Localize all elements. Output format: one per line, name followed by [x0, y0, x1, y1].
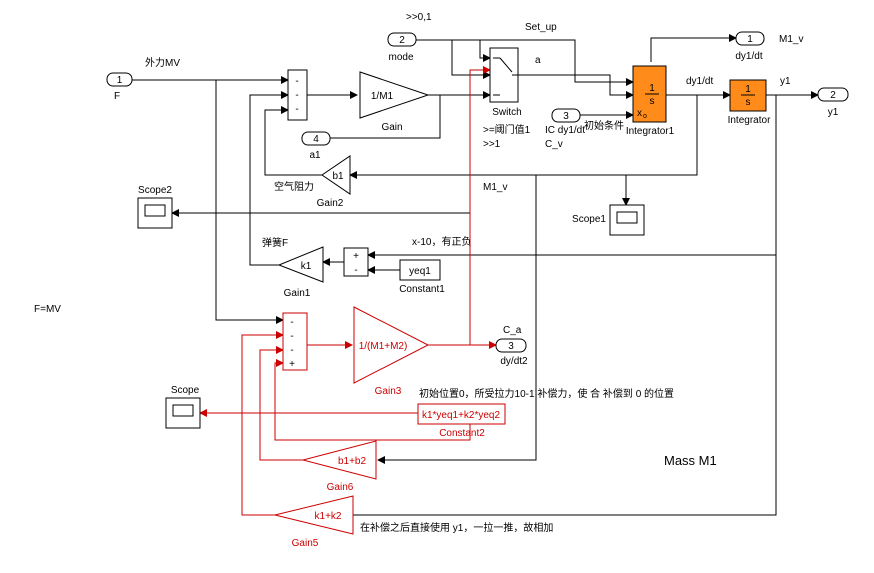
label-y1: y1 [780, 76, 791, 87]
label-thresh-top: >>0,1 [406, 12, 432, 23]
red-wires [199, 66, 497, 516]
svg-text:2: 2 [399, 35, 405, 46]
outport-a1-label: a1 [309, 150, 321, 161]
integrator1-block[interactable]: 1 s x o [632, 65, 667, 123]
integrator-block[interactable]: 1 s [729, 79, 767, 112]
label-m1-v-mid: M1_v [483, 182, 507, 193]
label-dy1dt: dy1/dt [686, 76, 713, 87]
svg-text:x: x [637, 108, 642, 119]
label-m1-v-top: M1_v [779, 34, 803, 45]
svg-text:-: - [295, 90, 298, 101]
svg-text:-: - [290, 331, 293, 342]
gain5-block[interactable]: k1+k2 [274, 495, 354, 535]
svg-text:3: 3 [508, 341, 514, 352]
svg-text:b1+b2: b1+b2 [338, 456, 367, 467]
outport-dy1dt[interactable]: 1 [735, 31, 765, 46]
label-set-up: Set_up [525, 22, 557, 33]
scope2-block[interactable] [137, 197, 173, 229]
constant1-name: Constant1 [399, 284, 445, 295]
svg-text:o: o [643, 113, 647, 120]
outport-y1-label: y1 [828, 107, 839, 118]
svg-text:s: s [650, 96, 655, 107]
gain1-name: Gain1 [284, 288, 311, 299]
svg-text:s: s [746, 97, 751, 108]
label-waili-mv: 外力MV [145, 56, 180, 69]
inport-f-label: F [114, 91, 120, 102]
svg-text:1/M1: 1/M1 [371, 91, 394, 102]
constant2-name: Constant2 [439, 428, 485, 439]
outport-y1[interactable]: 2 [817, 87, 849, 102]
integrator1-name: Integrator1 [626, 126, 675, 137]
svg-text:-: - [295, 76, 298, 87]
black-wires [132, 34, 819, 516]
scope2-name: Scope2 [138, 185, 172, 196]
svg-text:yeq1: yeq1 [409, 266, 431, 277]
inport-f[interactable]: 1 [106, 72, 133, 87]
label-a: a [535, 55, 541, 66]
scope-name: Scope [171, 385, 200, 396]
label-c-v: C_v [545, 139, 563, 150]
svg-text:4: 4 [313, 134, 319, 145]
gain-block[interactable]: 1/M1 [359, 71, 430, 119]
label-mass: Mass M1 [664, 453, 717, 468]
sum-k-block[interactable]: + - [343, 247, 369, 277]
outport-a1[interactable]: 4 [301, 131, 331, 146]
gain3-name: Gain3 [375, 386, 402, 397]
constant1-block[interactable]: yeq1 [399, 259, 441, 281]
scope1-name: Scope1 [572, 214, 606, 225]
gain1-block[interactable]: k1 [277, 246, 324, 283]
inport-ic-label: 初始条件 [584, 119, 624, 132]
inport-mode-label: mode [388, 52, 413, 63]
svg-text:+: + [289, 359, 295, 370]
gain6-name: Gain6 [327, 482, 354, 493]
gain-name: Gain [381, 122, 402, 133]
label-note-bottom: 在补偿之后直接使用 y1，一拉一推，故相加 [360, 521, 553, 534]
constant2-block[interactable]: k1*yeq1+k2*yeq2 [417, 403, 506, 425]
outport-dy1dt-label: dy1/dt [735, 51, 762, 62]
label-air-resist: 空气阻力 [274, 180, 314, 193]
switch-block[interactable] [489, 47, 519, 103]
gain5-name: Gain5 [292, 538, 319, 549]
label-note-init: 初始位置0，所受拉力10-1,补偿力，使 合 补偿到 0 的位置 [419, 387, 674, 400]
svg-text:-: - [295, 104, 298, 115]
label-f-eq-mv: F=MV [34, 304, 61, 315]
svg-text:3: 3 [563, 111, 569, 122]
svg-text:-: - [290, 345, 293, 356]
label-spring-f: 弹簧F [262, 236, 288, 249]
svg-text:2: 2 [830, 90, 836, 101]
sum-red-block[interactable]: - - - + [282, 312, 308, 371]
svg-text:1: 1 [649, 83, 655, 94]
label-ic-dy1dt: IC dy1/dt [545, 125, 585, 136]
svg-text:k1*yeq1+k2*yeq2: k1*yeq1+k2*yeq2 [422, 410, 501, 421]
svg-text:k1+k2: k1+k2 [315, 511, 342, 522]
svg-text:-: - [290, 317, 293, 328]
svg-text:+: + [353, 251, 359, 262]
switch-name: Switch [492, 107, 521, 118]
gain3-block[interactable]: 1/(M1+M2) [353, 306, 430, 384]
svg-text:k1: k1 [301, 261, 312, 272]
inport-mode[interactable]: 2 [387, 32, 417, 47]
svg-text:1: 1 [747, 34, 753, 45]
outport-dydt2[interactable]: 3 [495, 338, 527, 353]
sum1-block[interactable]: - - - [287, 69, 308, 121]
gain2-block[interactable]: b1 [321, 155, 351, 195]
svg-text:1: 1 [117, 75, 123, 86]
label-c-a: C_a [503, 325, 522, 336]
svg-text:-: - [354, 265, 357, 276]
svg-text:b1: b1 [332, 171, 344, 182]
integrator-name: Integrator [728, 115, 771, 126]
scope1-block[interactable] [609, 204, 645, 236]
gain6-block[interactable]: b1+b2 [301, 440, 377, 480]
svg-text:1/(M1+M2): 1/(M1+M2) [359, 341, 408, 352]
gain2-name: Gain2 [317, 198, 344, 209]
svg-text:1: 1 [745, 84, 751, 95]
inport-ic[interactable]: 3 [551, 108, 581, 123]
label-switch-cond2: >>1 [483, 139, 501, 150]
label-switch-cond1: >=阈门值1 [483, 123, 531, 136]
outport-dydt2-label: dy/dt2 [500, 356, 528, 367]
scope-block[interactable] [165, 397, 201, 429]
label-x-minus-10: x-10，有正负 [412, 235, 471, 248]
